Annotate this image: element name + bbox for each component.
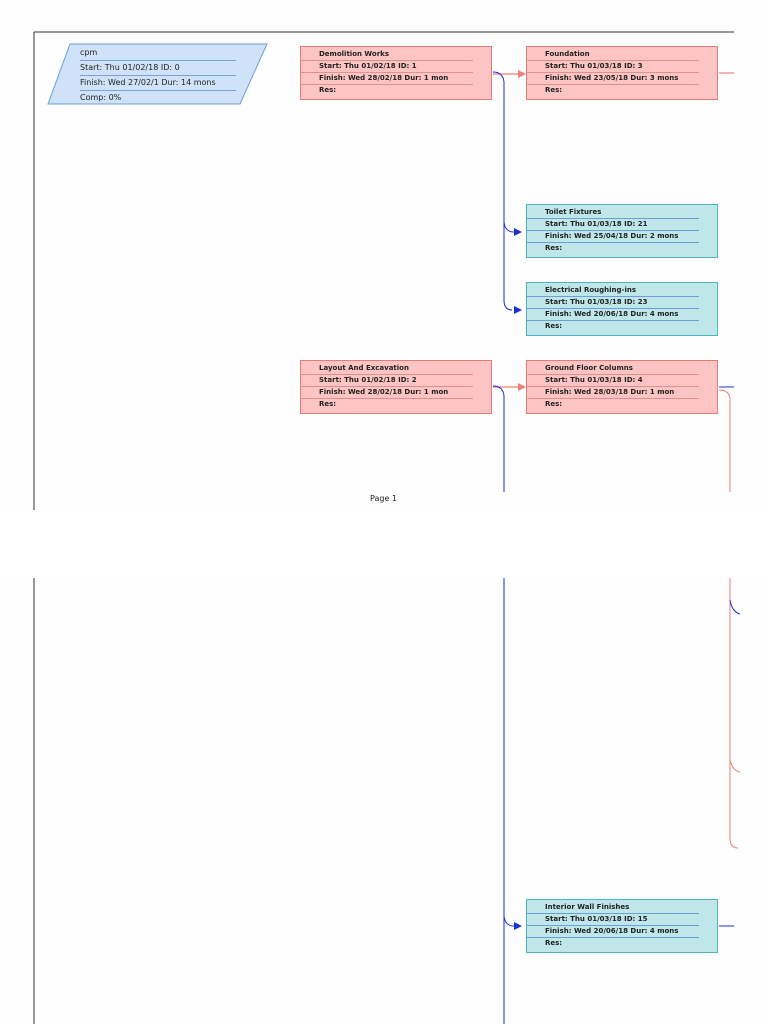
summary-dur: Dur: 14 mons <box>161 78 216 87</box>
task-start-row: Start: Thu 01/03/18 ID: 15 <box>527 914 699 926</box>
diagram-page-2 <box>0 578 768 1024</box>
task-finish-row: Finish: Wed 20/06/18 Dur: 4 mons <box>527 926 699 938</box>
task-dur: Dur: 4 mons <box>630 927 679 935</box>
task-id: ID: 1 <box>398 62 417 70</box>
task-node-electrical-roughing-ins[interactable]: Electrical Roughing-ins Start: Thu 01/03… <box>526 282 718 336</box>
task-start-row: Start: Thu 01/03/18 ID: 4 <box>527 375 699 387</box>
task-finish: Finish: Wed 20/06/18 <box>545 927 628 935</box>
page-number-label: Page 1 <box>370 494 397 503</box>
task-id: ID: 21 <box>624 220 648 228</box>
task-node-layout-and-excavation[interactable]: Layout And Excavation Start: Thu 01/02/1… <box>300 360 492 414</box>
task-res: Res: <box>545 322 563 330</box>
task-finish-row: Finish: Wed 23/05/18 Dur: 3 mons <box>527 73 699 85</box>
task-finish-row: Finish: Wed 28/02/18 Dur: 1 mon <box>301 387 473 399</box>
summary-comp: Comp: 0% <box>80 93 122 102</box>
task-finish-row: Finish: Wed 28/02/18 Dur: 1 mon <box>301 73 473 85</box>
task-start: Start: Thu 01/03/18 <box>545 915 622 923</box>
task-node-foundation[interactable]: Foundation Start: Thu 01/03/18 ID: 3 Fin… <box>526 46 718 100</box>
task-start: Start: Thu 01/02/18 <box>319 62 396 70</box>
task-finish: Finish: Wed 28/02/18 <box>319 74 402 82</box>
task-start-row: Start: Thu 01/03/18 ID: 3 <box>527 61 699 73</box>
task-finish-row: Finish: Wed 28/03/18 Dur: 1 mon <box>527 387 699 399</box>
task-id: ID: 2 <box>398 376 417 384</box>
task-finish: Finish: Wed 28/03/18 <box>545 388 628 396</box>
task-start: Start: Thu 01/03/18 <box>545 62 622 70</box>
task-dur: Dur: 3 mons <box>630 74 679 82</box>
task-dur: Dur: 4 mons <box>630 310 679 318</box>
task-start: Start: Thu 01/03/18 <box>545 220 622 228</box>
task-start: Start: Thu 01/03/18 <box>545 298 622 306</box>
task-finish: Finish: Wed 28/02/18 <box>319 388 402 396</box>
task-start: Start: Thu 01/02/18 <box>319 376 396 384</box>
task-start-row: Start: Thu 01/03/18 ID: 23 <box>527 297 699 309</box>
task-res: Res: <box>319 86 337 94</box>
task-finish-row: Finish: Wed 25/04/18 Dur: 2 mons <box>527 231 699 243</box>
task-start: Start: Thu 01/03/18 <box>545 376 622 384</box>
task-name: Interior Wall Finishes <box>527 902 699 914</box>
task-node-ground-floor-columns[interactable]: Ground Floor Columns Start: Thu 01/03/18… <box>526 360 718 414</box>
task-id: ID: 23 <box>624 298 648 306</box>
task-id: ID: 15 <box>624 915 648 923</box>
task-name: Foundation <box>527 49 699 61</box>
task-finish: Finish: Wed 20/06/18 <box>545 310 628 318</box>
page-gap <box>0 512 768 578</box>
task-dur: Dur: 1 mon <box>630 388 675 396</box>
task-res: Res: <box>545 400 563 408</box>
task-dur: Dur: 2 mons <box>630 232 679 240</box>
task-name: Electrical Roughing-ins <box>527 285 699 297</box>
task-node-toilet-fixtures[interactable]: Toilet Fixtures Start: Thu 01/03/18 ID: … <box>526 204 718 258</box>
task-node-demolition-works[interactable]: Demolition Works Start: Thu 01/02/18 ID:… <box>300 46 492 100</box>
task-finish-row: Finish: Wed 20/06/18 Dur: 4 mons <box>527 309 699 321</box>
task-res: Res: <box>545 939 563 947</box>
task-start-row: Start: Thu 01/03/18 ID: 21 <box>527 219 699 231</box>
summary-finish-row: Finish: Wed 27/02/1 Dur: 14 mons <box>80 76 236 91</box>
task-id: ID: 3 <box>624 62 643 70</box>
task-name: Demolition Works <box>301 49 473 61</box>
summary-id: ID: 0 <box>160 63 180 72</box>
summary-finish: Finish: Wed 27/02/1 <box>80 78 159 87</box>
task-res: Res: <box>545 244 563 252</box>
summary-task-node[interactable]: cpm Start: Thu 01/02/18 ID: 0 Finish: We… <box>40 43 280 105</box>
task-finish: Finish: Wed 23/05/18 <box>545 74 628 82</box>
summary-start-row: Start: Thu 01/02/18 ID: 0 <box>80 61 236 76</box>
summary-parallelogram-shape <box>47 43 268 105</box>
summary-name: cpm <box>80 46 236 61</box>
task-node-interior-wall-finishes[interactable]: Interior Wall Finishes Start: Thu 01/03/… <box>526 899 718 953</box>
task-finish: Finish: Wed 25/04/18 <box>545 232 628 240</box>
task-dur: Dur: 1 mon <box>404 388 449 396</box>
task-name: Layout And Excavation <box>301 363 473 375</box>
task-dur: Dur: 1 mon <box>404 74 449 82</box>
task-name: Toilet Fixtures <box>527 207 699 219</box>
summary-start: Start: Thu 01/02/18 <box>80 63 159 72</box>
task-start-row: Start: Thu 01/02/18 ID: 1 <box>301 61 473 73</box>
task-res: Res: <box>319 400 337 408</box>
task-id: ID: 4 <box>624 376 643 384</box>
task-name: Ground Floor Columns <box>527 363 699 375</box>
task-start-row: Start: Thu 01/02/18 ID: 2 <box>301 375 473 387</box>
task-res: Res: <box>545 86 563 94</box>
